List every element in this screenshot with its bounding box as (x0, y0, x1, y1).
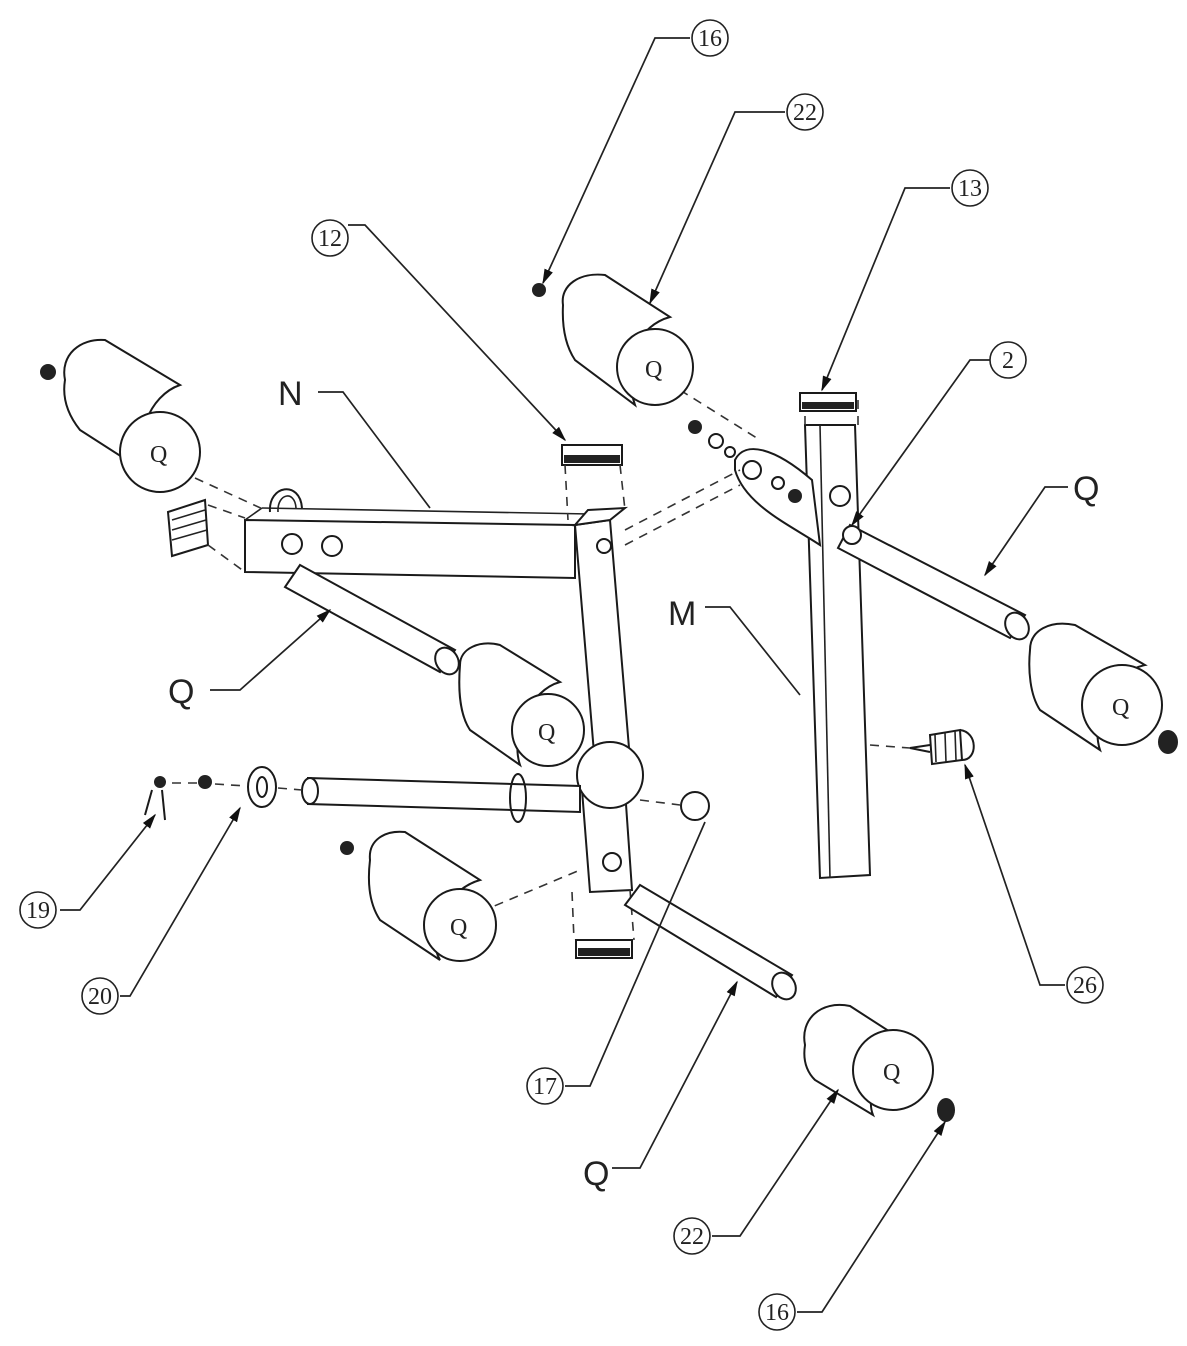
svg-text:16: 16 (765, 1300, 789, 1326)
svg-text:13: 13 (958, 176, 982, 202)
part-label-n: N (278, 375, 303, 413)
tube-q-lower (623, 883, 797, 1001)
svg-text:20: 20 (88, 984, 112, 1010)
roller-pad-lower-left: Q (340, 830, 497, 962)
callout-26: 26 (1066, 966, 1104, 1004)
svg-text:Q: Q (538, 720, 555, 746)
frame-m (688, 392, 1030, 880)
roller-pad-top-left: Q (40, 338, 201, 493)
callout-19: 19 (19, 891, 57, 929)
part-label-q-bottom: Q (583, 1155, 609, 1193)
leader-lines (60, 37, 1068, 1313)
callout-16-bottom: 16 (758, 1293, 796, 1331)
svg-text:Q: Q (883, 1060, 900, 1086)
callout-20: 20 (81, 977, 119, 1015)
callout-12: 12 (311, 219, 349, 257)
svg-text:16: 16 (698, 26, 722, 52)
callout-2: 2 (989, 341, 1027, 379)
roller-pad-middle: Q (458, 642, 585, 768)
frame-n (166, 444, 710, 959)
tube-q-left (283, 563, 460, 676)
pin-and-washer (144, 766, 303, 821)
svg-text:22: 22 (793, 100, 817, 126)
callout-17: 17 (526, 1067, 564, 1105)
callout-22-bottom: 22 (673, 1217, 711, 1255)
roller-pad-top: Q (532, 273, 694, 408)
roller-pad-right: Q (1028, 622, 1178, 754)
part-label-m: M (668, 595, 696, 633)
svg-text:Q: Q (150, 442, 167, 468)
callout-22-top: 22 (786, 93, 824, 131)
part-label-q-right: Q (1073, 470, 1099, 508)
callout-13: 13 (951, 169, 989, 207)
svg-text:Q: Q (645, 357, 662, 383)
svg-text:Q: Q (1112, 695, 1129, 721)
svg-text:12: 12 (318, 226, 342, 252)
svg-text:2: 2 (1002, 348, 1014, 374)
part-label-q-left: Q (168, 673, 194, 711)
svg-text:17: 17 (533, 1074, 557, 1100)
roller-pad-lower-right: Q (803, 1003, 955, 1122)
svg-text:22: 22 (680, 1224, 704, 1250)
callout-16-top: 16 (691, 19, 729, 57)
alignment-lines (624, 469, 741, 546)
svg-text:19: 19 (26, 898, 50, 924)
svg-text:Q: Q (450, 915, 467, 941)
svg-text:26: 26 (1073, 973, 1097, 999)
